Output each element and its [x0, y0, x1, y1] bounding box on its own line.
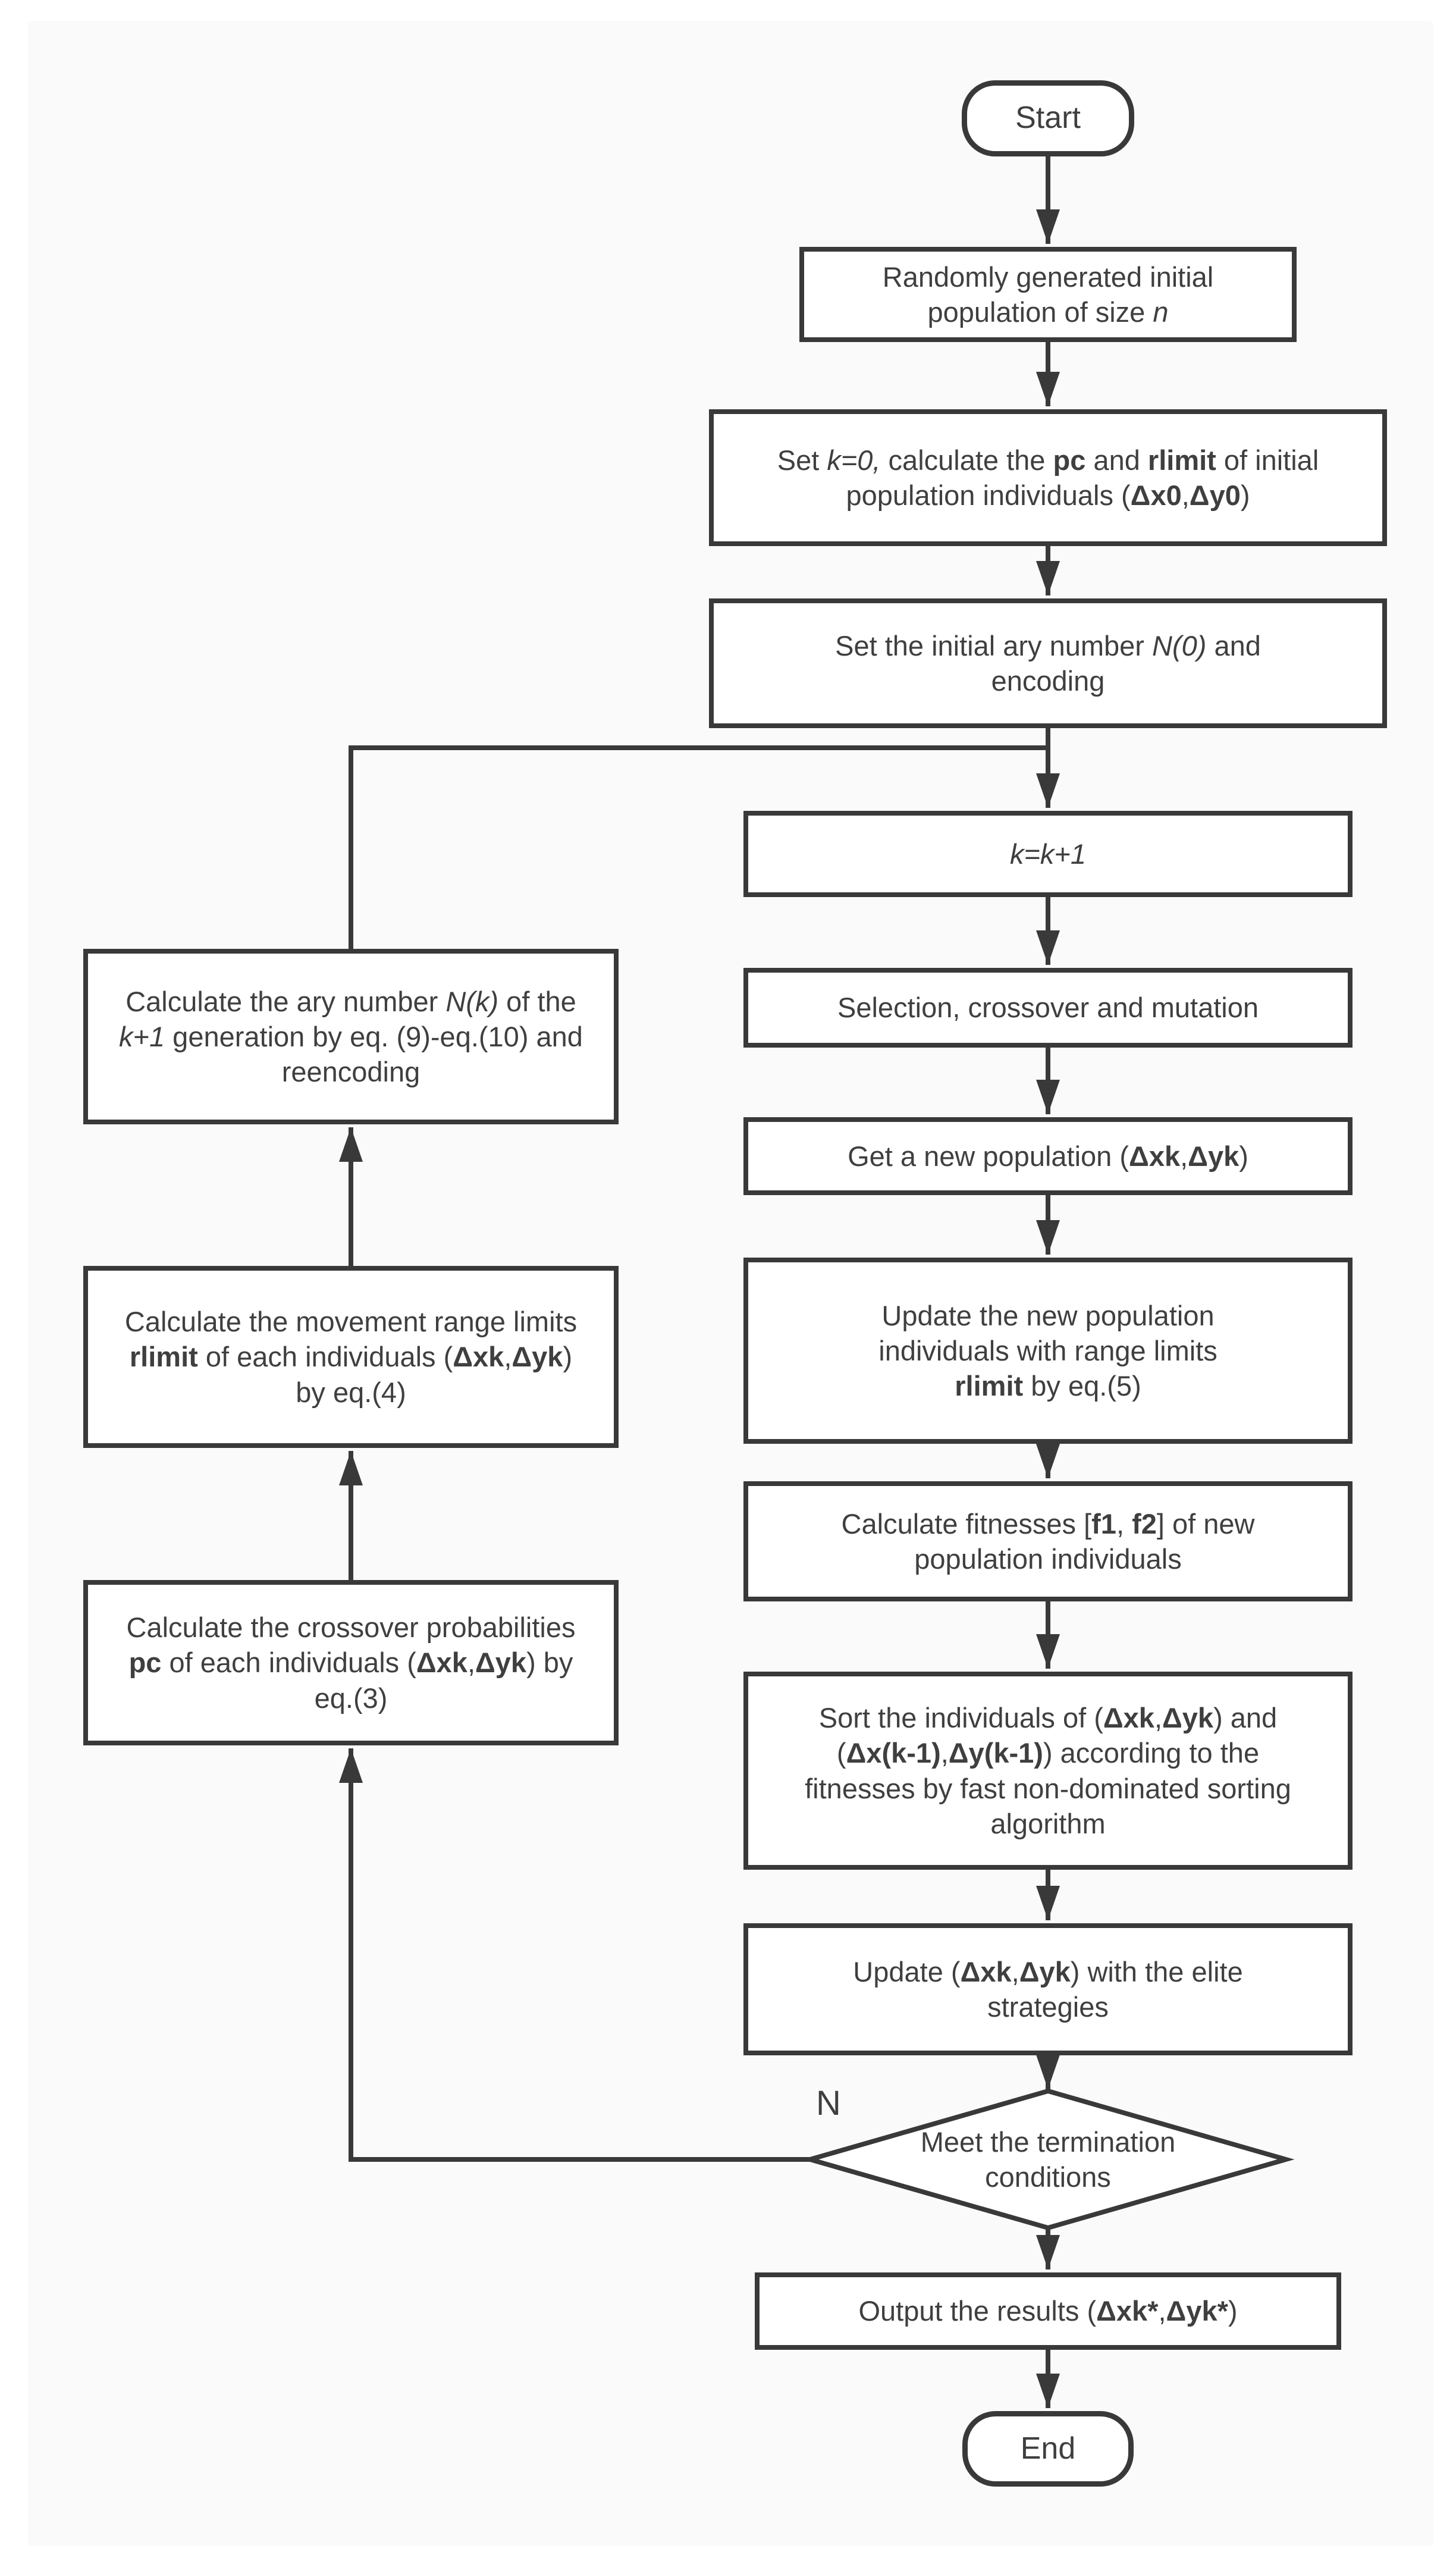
node-calc-ary-number: Calculate the ary number N(k) of the k+1… — [83, 949, 619, 1124]
node-update-elite: Update (Δxk,Δyk) with the elite strategi… — [743, 1923, 1353, 2055]
node-start: Start — [962, 80, 1134, 156]
node-output-results: Output the results (Δxk*,Δyk*) — [755, 2272, 1341, 2350]
node-calc-crossover-prob: Calculate the crossover probabilities pc… — [83, 1580, 619, 1745]
node-termination-decision: Meet the termination conditions — [920, 2126, 1176, 2193]
node-end: End — [962, 2411, 1134, 2487]
decision-diamond-shape — [801, 2088, 1295, 2231]
node-selection-crossover-mutation: Selection, crossover and mutation — [743, 968, 1353, 1048]
node-calc-rlimit: Calculate the movement range limits rlim… — [83, 1266, 619, 1448]
node-set-k0: Set k=0, calculate the pc and rlimit of … — [709, 409, 1387, 546]
node-sort-individuals: Sort the individuals of (Δxk,Δyk) and (Δ… — [743, 1672, 1353, 1870]
node-calc-fitnesses: Calculate fitnesses [f1, f2] of new popu… — [743, 1481, 1353, 1601]
node-update-population-rlimit: Update the new population individuals wi… — [743, 1258, 1353, 1444]
node-set-ary-number: Set the initial ary number N(0) and enco… — [709, 598, 1387, 728]
connector-decision-no-to-calcpc — [339, 1748, 810, 2162]
node-k-increment: k=k+1 — [743, 811, 1353, 897]
node-get-new-population: Get a new population (Δxk,Δyk) — [743, 1117, 1353, 1195]
decision-branch-label-n: N — [816, 2084, 841, 2123]
node-init-population: Randomly generated initial population of… — [799, 247, 1297, 342]
connector-feedback-top — [349, 745, 1048, 949]
